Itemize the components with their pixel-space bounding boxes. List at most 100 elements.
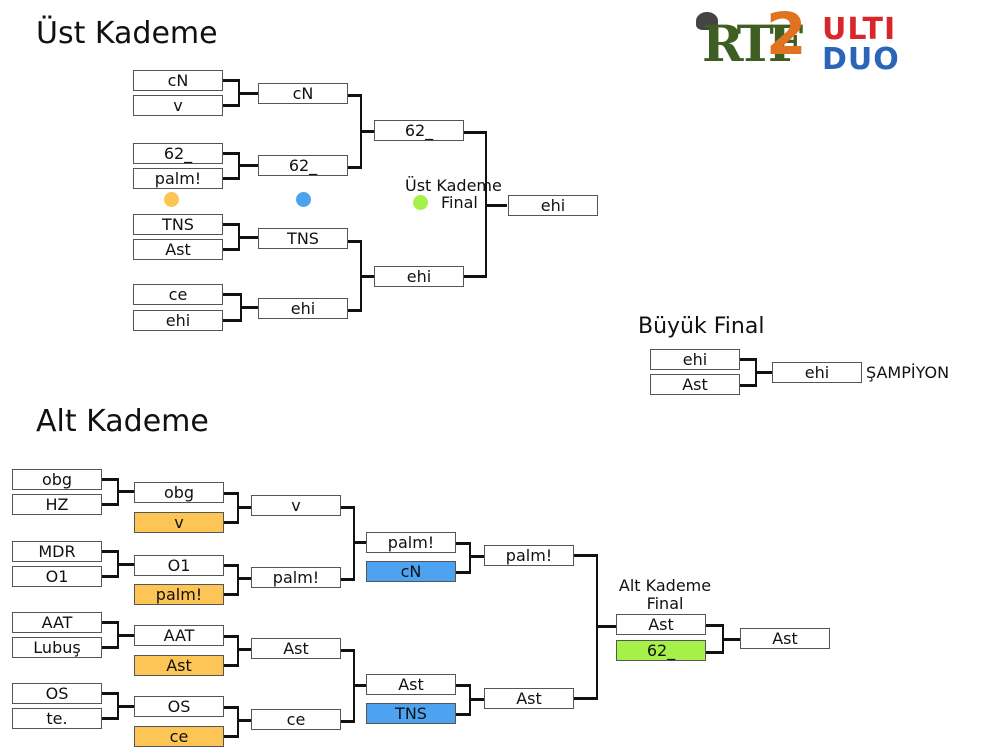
connector (706, 624, 724, 627)
lower-final-team: Ast (616, 614, 706, 635)
connector (117, 634, 134, 637)
lower-r3-team: ce (251, 709, 341, 730)
blue-dot-icon (296, 192, 311, 207)
connector (102, 621, 119, 624)
connector (102, 575, 119, 578)
lower-r2-dropin: Ast (134, 655, 224, 676)
connector (740, 358, 756, 361)
connector (469, 698, 484, 701)
connector (240, 306, 258, 309)
connector (223, 79, 240, 82)
lower-r3-team: palm! (251, 567, 341, 588)
connector (341, 720, 355, 723)
lower-r2-dropin: ce (134, 726, 224, 747)
lower-r5-team: palm! (484, 545, 574, 566)
connector (464, 131, 486, 134)
connector (224, 593, 239, 596)
connector (706, 651, 724, 654)
connector (102, 692, 119, 695)
connector (341, 578, 355, 581)
upper-r2-team: ehi (258, 298, 348, 319)
upper-r1-team: palm! (133, 168, 223, 189)
connector (224, 735, 239, 738)
grand-final-team: ehi (650, 349, 740, 370)
logo-ulti: ULTI (822, 12, 897, 47)
connector (360, 275, 374, 278)
lower-r1-team: O1 (12, 566, 102, 587)
connector (237, 577, 251, 580)
connector (223, 223, 240, 226)
lower-final-label-line1: Alt Kademe (618, 576, 712, 595)
grand-final-team: Ast (650, 374, 740, 395)
lower-r1-team: OS (12, 683, 102, 704)
lower-r2-winner: O1 (134, 555, 224, 576)
connector (238, 92, 258, 95)
connector (456, 571, 471, 574)
connector (224, 635, 239, 638)
connector (348, 240, 361, 243)
connector (456, 713, 471, 716)
upper-r2-team: cN (258, 83, 348, 104)
connector (223, 104, 240, 107)
upper-r1-team: ce (133, 284, 223, 305)
lower-final-label-line2: Final (646, 594, 684, 613)
connector (238, 236, 258, 239)
logo-duo: DUO (822, 42, 900, 77)
connector (224, 664, 239, 667)
lower-r4-dropin: cN (366, 561, 456, 582)
connector (456, 542, 471, 545)
connector (574, 697, 597, 700)
lower-r1-team: MDR (12, 541, 102, 562)
lower-r4-dropin: TNS (366, 703, 456, 724)
upper-r1-team: ehi (133, 310, 223, 331)
upper-r1-team: cN (133, 70, 223, 91)
connector (237, 564, 239, 596)
logo-rtf: RTF (702, 14, 803, 73)
connector (117, 563, 134, 566)
connector (238, 164, 258, 167)
connector (755, 371, 772, 374)
connector (353, 541, 366, 544)
connector (596, 625, 616, 628)
connector (224, 521, 239, 524)
lower-r3-team: v (251, 495, 341, 516)
connector (102, 717, 119, 720)
lower-r4-winner: Ast (366, 674, 456, 695)
connector (237, 719, 251, 722)
lower-final-winner: Ast (740, 628, 830, 649)
upper-r2-team: TNS (258, 228, 348, 249)
upper-r1-team: 62_ (133, 143, 223, 164)
upper-final-winner: ehi (508, 195, 598, 216)
champion-label: ŞAMPİYON (866, 363, 950, 382)
upper-bracket-title: Üst Kademe (36, 16, 218, 51)
grand-final-winner: ehi (772, 362, 862, 383)
lower-r2-winner: obg (134, 482, 224, 503)
connector (117, 705, 134, 708)
lower-r1-team: te. (12, 708, 102, 729)
lower-r1-team: HZ (12, 494, 102, 515)
connector (485, 204, 507, 207)
connector (102, 478, 119, 481)
lower-r1-team: AAT (12, 612, 102, 633)
connector (360, 130, 374, 133)
lower-r1-team: obg (12, 469, 102, 490)
connector (348, 94, 361, 97)
green-dot-icon (413, 195, 428, 210)
connector (348, 309, 361, 312)
lower-r3-team: Ast (251, 638, 341, 659)
connector (223, 248, 240, 251)
connector (341, 649, 355, 652)
logo-two: 2 (766, 0, 807, 68)
lower-bracket-title: Alt Kademe (36, 404, 209, 439)
connector (353, 684, 366, 687)
upper-r3-team: ehi (374, 266, 464, 287)
connector (223, 177, 240, 180)
lower-r2-winner: AAT (134, 625, 224, 646)
connector (224, 706, 239, 709)
upper-r1-team: TNS (133, 214, 223, 235)
connector (722, 638, 740, 641)
connector (237, 635, 239, 667)
connector (117, 490, 134, 493)
connector (237, 648, 251, 651)
grand-final-title: Büyük Final (638, 314, 765, 339)
